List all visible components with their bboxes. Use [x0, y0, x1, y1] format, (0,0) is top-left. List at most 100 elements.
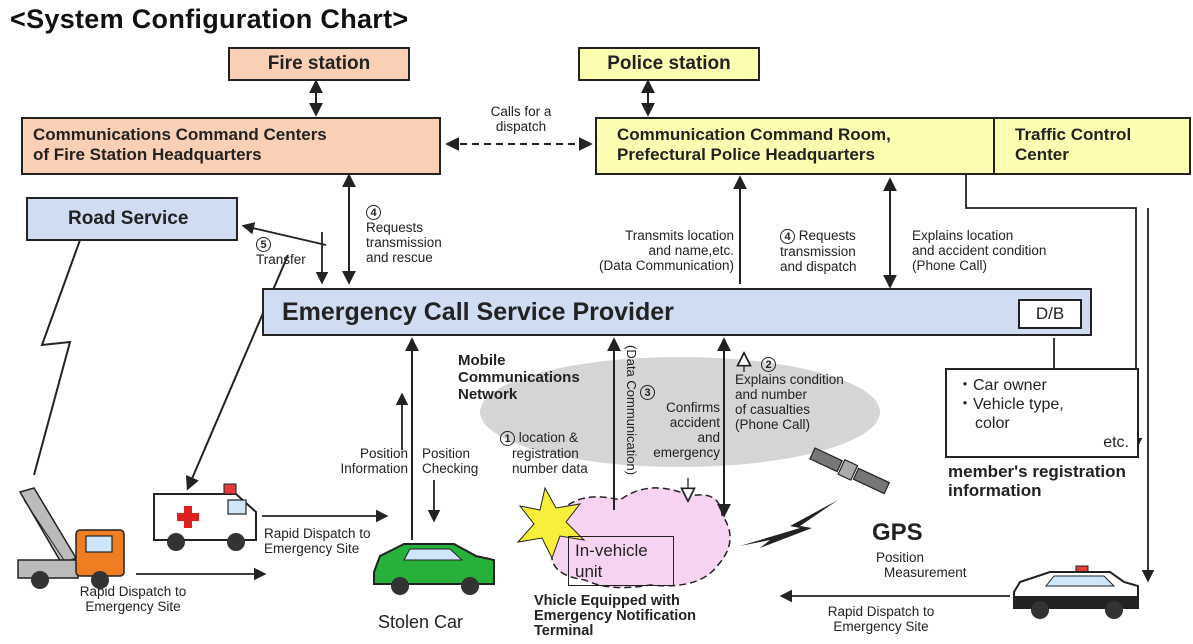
traffic-line1: Traffic Control	[1015, 125, 1132, 144]
explains-location-line1: Explains location	[912, 228, 1014, 243]
step4-police-label: 4 Requests transmission and dispatch	[780, 228, 857, 274]
tow-truck-icon	[17, 487, 125, 589]
police-car-icon	[1013, 565, 1139, 619]
position-check-line1: Position	[422, 446, 471, 461]
step1-label: 1 location & registration number data	[500, 430, 588, 476]
step4-fire-line1: Requests	[366, 220, 424, 235]
position-info-label: Position Information	[326, 446, 408, 476]
gps-label: GPS	[872, 519, 923, 546]
member-line1: ・Car owner	[957, 377, 1047, 394]
member-title: member's registration information	[948, 462, 1126, 500]
explains-condition-line4: (Phone Call)	[735, 417, 811, 432]
fire-hq-box: Communications Command Centers of Fire S…	[21, 117, 441, 175]
transmits-label: Transmits location and name,etc. (Data C…	[550, 228, 734, 273]
transmits-line1: Transmits location	[624, 228, 734, 243]
road-service-label: Road Service	[68, 208, 189, 229]
stolen-car-label: Stolen Car	[378, 612, 464, 632]
gps-satellite-icon	[809, 447, 891, 495]
member-info-box: ・Car owner ・Vehicle type, color etc.	[945, 368, 1139, 458]
police-station-label: Police station	[607, 53, 731, 74]
transmits-line2: and name,etc.	[648, 243, 734, 258]
mobile-line3: Network	[458, 386, 518, 403]
member-line3: color	[975, 415, 1010, 432]
step4-fire-line2: transmission	[366, 235, 442, 250]
in-vehicle-line2: unit	[575, 562, 603, 581]
crash-burst-icon	[516, 486, 586, 560]
gps-position-label: Position Measurement	[876, 550, 967, 580]
step4-fire-label: 4 Requests transmission and rescue	[366, 204, 442, 265]
ambulance-icon	[153, 483, 257, 551]
police-hq-line1: Communication Command Room,	[617, 125, 891, 144]
explains-location-label: Explains location and accident condition…	[912, 228, 1046, 273]
mobile-line1: Mobile	[458, 352, 506, 369]
step3-label: 3 Confirms accident and emergency	[640, 384, 720, 460]
vehicle-caption-line2: Emergency Notification	[534, 608, 696, 624]
rapid-ambulance-line1: Rapid Dispatch to	[264, 526, 371, 541]
step1-line2: registration	[512, 446, 579, 461]
in-vehicle-line1: In-vehicle	[575, 541, 648, 560]
police-station-box: Police station	[578, 47, 760, 81]
provider-box: Emergency Call Service Provider	[262, 288, 1092, 336]
step4-police-number: 4	[780, 229, 795, 244]
step1-number: 1	[500, 431, 515, 446]
position-check-line2: Checking	[422, 461, 479, 476]
explains-location-line3: (Phone Call)	[912, 258, 988, 273]
step4-police-line3: and dispatch	[780, 259, 857, 274]
provider-label: Emergency Call Service Provider	[282, 298, 674, 326]
police-hq-line2: Prefectural Police Headquarters	[617, 145, 875, 164]
vehicle-caption-line3: Terminal	[534, 623, 594, 639]
step4-police-line1: Requests	[798, 228, 856, 243]
chart-title: <System Configuration Chart>	[10, 4, 409, 34]
member-line2: ・Vehicle type,	[957, 396, 1064, 413]
step2-label: 2 Explains condition and number of casua…	[735, 356, 844, 432]
explains-condition-line3: of casualties	[735, 402, 811, 417]
calls-dispatch-label: Calls for a dispatch	[466, 104, 576, 134]
db-box: D/B	[1018, 299, 1082, 329]
explains-location-line2: and accident condition	[912, 243, 1047, 258]
data-comm-vertical-label: (Data Communication)	[624, 345, 639, 476]
rapid-police-line1: Rapid Dispatch to	[827, 604, 935, 619]
fire-hq-line2: of Fire Station Headquarters	[33, 145, 262, 164]
vehicle-caption-line1: Vhicle Equipped with	[534, 593, 680, 609]
step4-fire-line3: and rescue	[366, 250, 433, 265]
rapid-ambulance-label: Rapid Dispatch to Emergency Site	[264, 526, 371, 556]
confirms-line3: and	[697, 430, 720, 445]
member-etc: etc.	[1103, 434, 1129, 451]
position-checking-label: Position Checking	[422, 446, 478, 476]
position-info-line2: Information	[340, 461, 408, 476]
step4-police-line2: transmission	[780, 244, 856, 259]
explains-condition-line1: Explains condition	[735, 372, 844, 387]
step2-number: 2	[761, 357, 776, 372]
step3-number: 3	[640, 385, 655, 400]
rapid-tow-line2: Emergency Site	[85, 599, 181, 614]
member-title-line1: member's registration	[948, 462, 1126, 481]
stolen-car-icon	[373, 543, 495, 595]
position-info-line1: Position	[359, 446, 408, 461]
explains-condition-line2: and number	[735, 387, 808, 402]
mobile-line2: Communications	[458, 369, 580, 386]
rapid-police-label: Rapid Dispatch to Emergency Site	[818, 604, 944, 634]
rapid-tow-label: Rapid Dispatch to Emergency Site	[70, 584, 196, 614]
fire-station-box: Fire station	[228, 47, 410, 81]
road-service-box: Road Service	[26, 197, 238, 241]
calls-dispatch-line2: dispatch	[495, 119, 547, 134]
fire-station-label: Fire station	[267, 53, 371, 74]
rapid-police-line2: Emergency Site	[833, 619, 929, 634]
confirms-line4: emergency	[653, 445, 720, 460]
rapid-tow-line1: Rapid Dispatch to	[79, 584, 187, 599]
rapid-ambulance-line2: Emergency Site	[264, 541, 360, 556]
traffic-line2: Center	[1015, 145, 1069, 164]
step5-number: 5	[256, 237, 271, 252]
gps-position-line1: Position	[876, 550, 925, 565]
step1-line3: number data	[512, 461, 588, 476]
step5-text: Transfer	[256, 252, 306, 267]
traffic-control-box: Traffic Control Center	[993, 117, 1191, 175]
step5-label: 5 Transfer	[256, 236, 306, 267]
in-vehicle-unit-box: In-vehicle unit	[568, 536, 674, 586]
vehicle-caption: Vhicle Equipped with Emergency Notificat…	[534, 594, 696, 639]
mobile-network-cloud	[480, 357, 880, 467]
member-title-line2: information	[948, 481, 1042, 500]
step1-line1: location &	[518, 430, 579, 445]
calls-dispatch-line1: Calls for a	[490, 104, 552, 119]
